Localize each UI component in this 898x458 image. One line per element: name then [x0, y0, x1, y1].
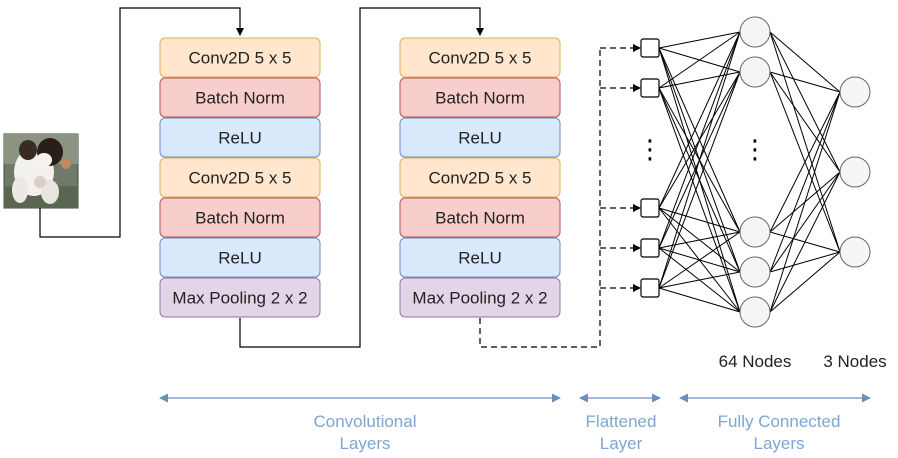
- layer-label: Conv2D 5 x 5: [429, 169, 532, 188]
- layer-label: Conv2D 5 x 5: [429, 49, 532, 68]
- hidden-node: [739, 216, 771, 248]
- edge-flat-to-hidden: [658, 31, 741, 249]
- output-node: [839, 76, 871, 108]
- flattened-label-line1: Flattened: [586, 412, 657, 431]
- layer-box-relu: ReLU: [159, 117, 321, 158]
- layer-label: Max Pooling 2 x 2: [412, 289, 547, 308]
- layer-box-norm: Batch Norm: [159, 77, 321, 118]
- edge-hidden-to-output: [769, 91, 841, 233]
- layer-box-conv: Conv2D 5 x 5: [159, 157, 321, 198]
- layer-box-relu: ReLU: [399, 237, 561, 278]
- fully-connected-label-line2: Layers: [753, 434, 804, 453]
- flattened-node: [640, 278, 660, 298]
- layer-label: Batch Norm: [435, 89, 525, 108]
- layer-box-pool: Max Pooling 2 x 2: [399, 277, 561, 318]
- edge-hidden-to-output: [769, 31, 841, 173]
- edge-hidden-to-output: [769, 91, 841, 313]
- flattened-node: [640, 238, 660, 258]
- layer-label: ReLU: [218, 249, 261, 268]
- edge-flat-to-hidden: [658, 207, 741, 233]
- edge-hidden-to-output: [769, 251, 841, 313]
- edge-hidden-to-output: [769, 251, 841, 273]
- flattened-ellipsis: ⋮: [637, 135, 663, 165]
- fully-connected-label-line1: Fully Connected: [718, 412, 841, 431]
- input-to-block1-arrow: [39, 7, 244, 238]
- dashed-trunk: [479, 48, 601, 348]
- output-node: [839, 236, 871, 268]
- output-node: [839, 156, 871, 188]
- edge-hidden-to-output: [769, 91, 841, 273]
- flattened-node: [640, 78, 660, 98]
- edge-flat-to-hidden: [658, 31, 741, 89]
- edge-flat-to-hidden: [658, 31, 741, 49]
- layer-label: ReLU: [458, 249, 501, 268]
- layer-label: Batch Norm: [435, 209, 525, 228]
- hidden-node: [739, 16, 771, 48]
- edge-flat-to-hidden: [658, 31, 741, 289]
- edge-flat-to-hidden: [658, 87, 741, 313]
- layer-box-relu: ReLU: [399, 117, 561, 158]
- edge-hidden-to-output: [769, 71, 841, 173]
- layer-label: Batch Norm: [195, 209, 285, 228]
- layer-box-relu: ReLU: [159, 237, 321, 278]
- layer-label: ReLU: [218, 129, 261, 148]
- network-edges: [658, 31, 841, 313]
- layer-label: Batch Norm: [195, 89, 285, 108]
- hidden-node: [739, 56, 771, 88]
- edge-hidden-to-output: [769, 71, 841, 93]
- layer-label: Max Pooling 2 x 2: [172, 289, 307, 308]
- flattened-label-line2: Layer: [600, 434, 643, 453]
- layer-box-pool: Max Pooling 2 x 2: [159, 277, 321, 318]
- layer-box-norm: Batch Norm: [159, 197, 321, 238]
- block1-to-block2-arrow: [239, 7, 484, 348]
- layer-box-conv: Conv2D 5 x 5: [399, 157, 561, 198]
- edge-flat-to-hidden: [658, 231, 741, 289]
- layer-box-conv: Conv2D 5 x 5: [159, 37, 321, 78]
- hidden-node: [739, 256, 771, 288]
- output-layer-label: 3 Nodes: [823, 352, 886, 371]
- convolutional-label-line2: Layers: [339, 434, 390, 453]
- edge-flat-to-hidden: [658, 287, 741, 313]
- dog-photo-icon: [3, 133, 79, 209]
- flattened-node: [640, 198, 660, 218]
- edge-flat-to-hidden: [658, 31, 741, 209]
- layer-box-norm: Batch Norm: [399, 197, 561, 238]
- layer-label: ReLU: [458, 129, 501, 148]
- flattened-node: [640, 38, 660, 58]
- edge-hidden-to-output: [769, 31, 841, 253]
- fully-connected-network: ⋮ ⋮ 64 Nodes 3 Nodes: [637, 16, 887, 371]
- flow-connectors: [39, 7, 641, 348]
- edge-flat-to-hidden: [658, 271, 741, 289]
- edge-hidden-to-output: [769, 31, 841, 93]
- convolutional-label-line1: Convolutional: [313, 412, 416, 431]
- edge-hidden-to-output: [769, 171, 841, 313]
- layer-box-norm: Batch Norm: [399, 77, 561, 118]
- hidden-layer-label: 64 Nodes: [719, 352, 792, 371]
- layer-label: Conv2D 5 x 5: [189, 49, 292, 68]
- edge-flat-to-hidden: [658, 71, 741, 289]
- edge-hidden-to-output: [769, 171, 841, 273]
- hidden-ellipsis: ⋮: [742, 135, 768, 165]
- hidden-node: [739, 296, 771, 328]
- layer-label: Conv2D 5 x 5: [189, 169, 292, 188]
- layer-box-conv: Conv2D 5 x 5: [399, 37, 561, 78]
